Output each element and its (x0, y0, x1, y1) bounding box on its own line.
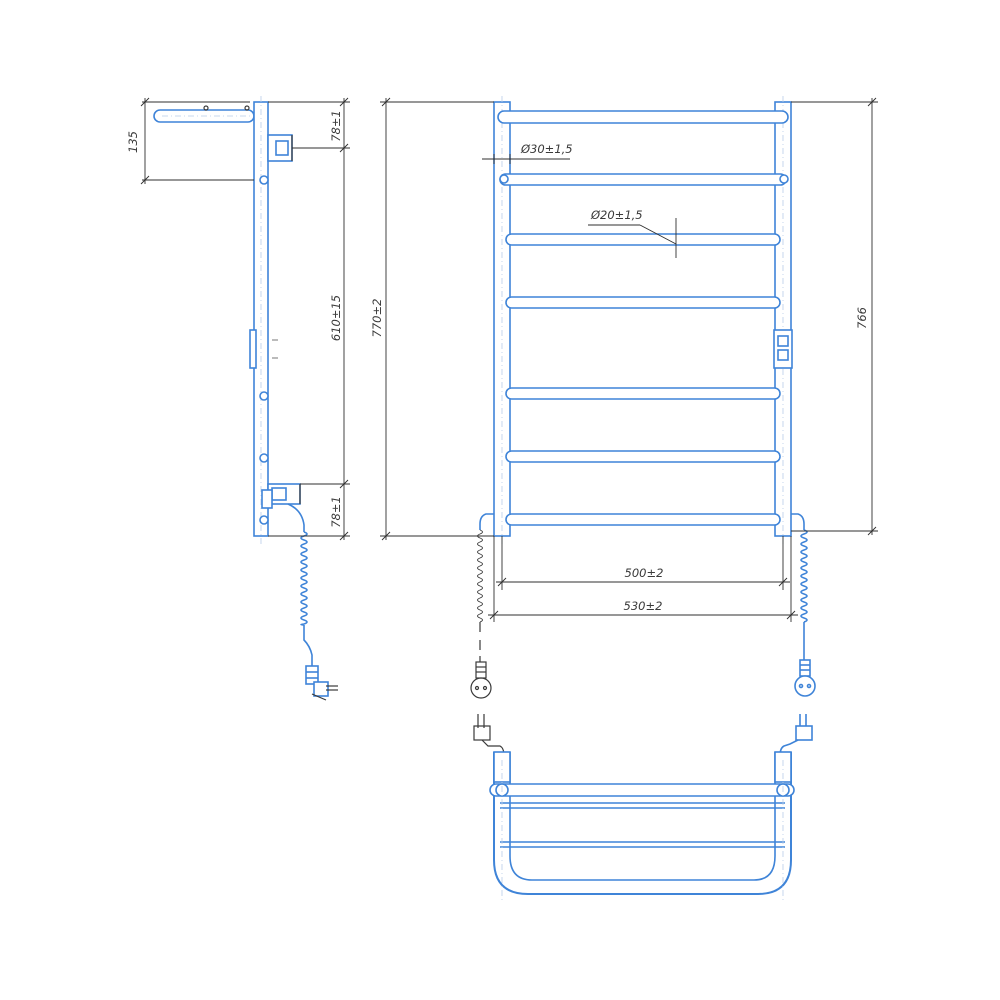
front-control-unit (773, 329, 793, 369)
front-rungs (499, 173, 789, 526)
left-plug-icon (470, 677, 492, 699)
side-top-bracket (267, 134, 293, 162)
front-dimensions: 770±2 766 Ø30±1,5 Ø20±1,5 500±2 (370, 97, 878, 622)
side-top-arm (153, 105, 255, 123)
right-plug-icon (794, 675, 816, 697)
front-view: 770±2 766 Ø30±1,5 Ø20±1,5 500±2 (370, 96, 878, 699)
side-spiral-cable (287, 503, 313, 668)
side-vertical-post (253, 96, 269, 545)
front-top-rung (497, 110, 789, 124)
dim-inner-width: 500±2 (625, 566, 664, 580)
dim-outer-width: 530±2 (624, 599, 663, 613)
rung (505, 387, 781, 400)
side-view: 135 78±1 610±15 78±1 (126, 96, 350, 701)
rung (505, 296, 781, 309)
dim-rung-diameter: Ø20±1,5 (590, 208, 643, 222)
top-rail (489, 783, 795, 797)
side-plug (305, 665, 338, 701)
rung (505, 450, 781, 463)
dim-side-top-gap: 78±1 (329, 110, 343, 142)
side-dimensions: 135 78±1 610±15 78±1 (126, 97, 350, 541)
top-right-plug (779, 714, 813, 757)
rung (505, 513, 781, 526)
rung (505, 233, 781, 246)
front-right-cable (791, 513, 816, 697)
dim-side-offset: 135 (126, 131, 140, 153)
top-view (473, 714, 813, 900)
front-left-cable (470, 513, 494, 699)
dim-top-rung-diameter: Ø30±1,5 (520, 142, 573, 156)
top-frame (493, 752, 792, 895)
dim-side-bottom-gap: 78±1 (329, 496, 343, 528)
dim-side-mount-span: 610±15 (329, 295, 343, 341)
side-control-unit (249, 329, 257, 369)
dim-front-outer-height: 766 (855, 307, 869, 329)
rung (499, 173, 787, 186)
side-bottom-bracket (261, 483, 301, 509)
dim-front-total-height: 770±2 (370, 299, 384, 338)
